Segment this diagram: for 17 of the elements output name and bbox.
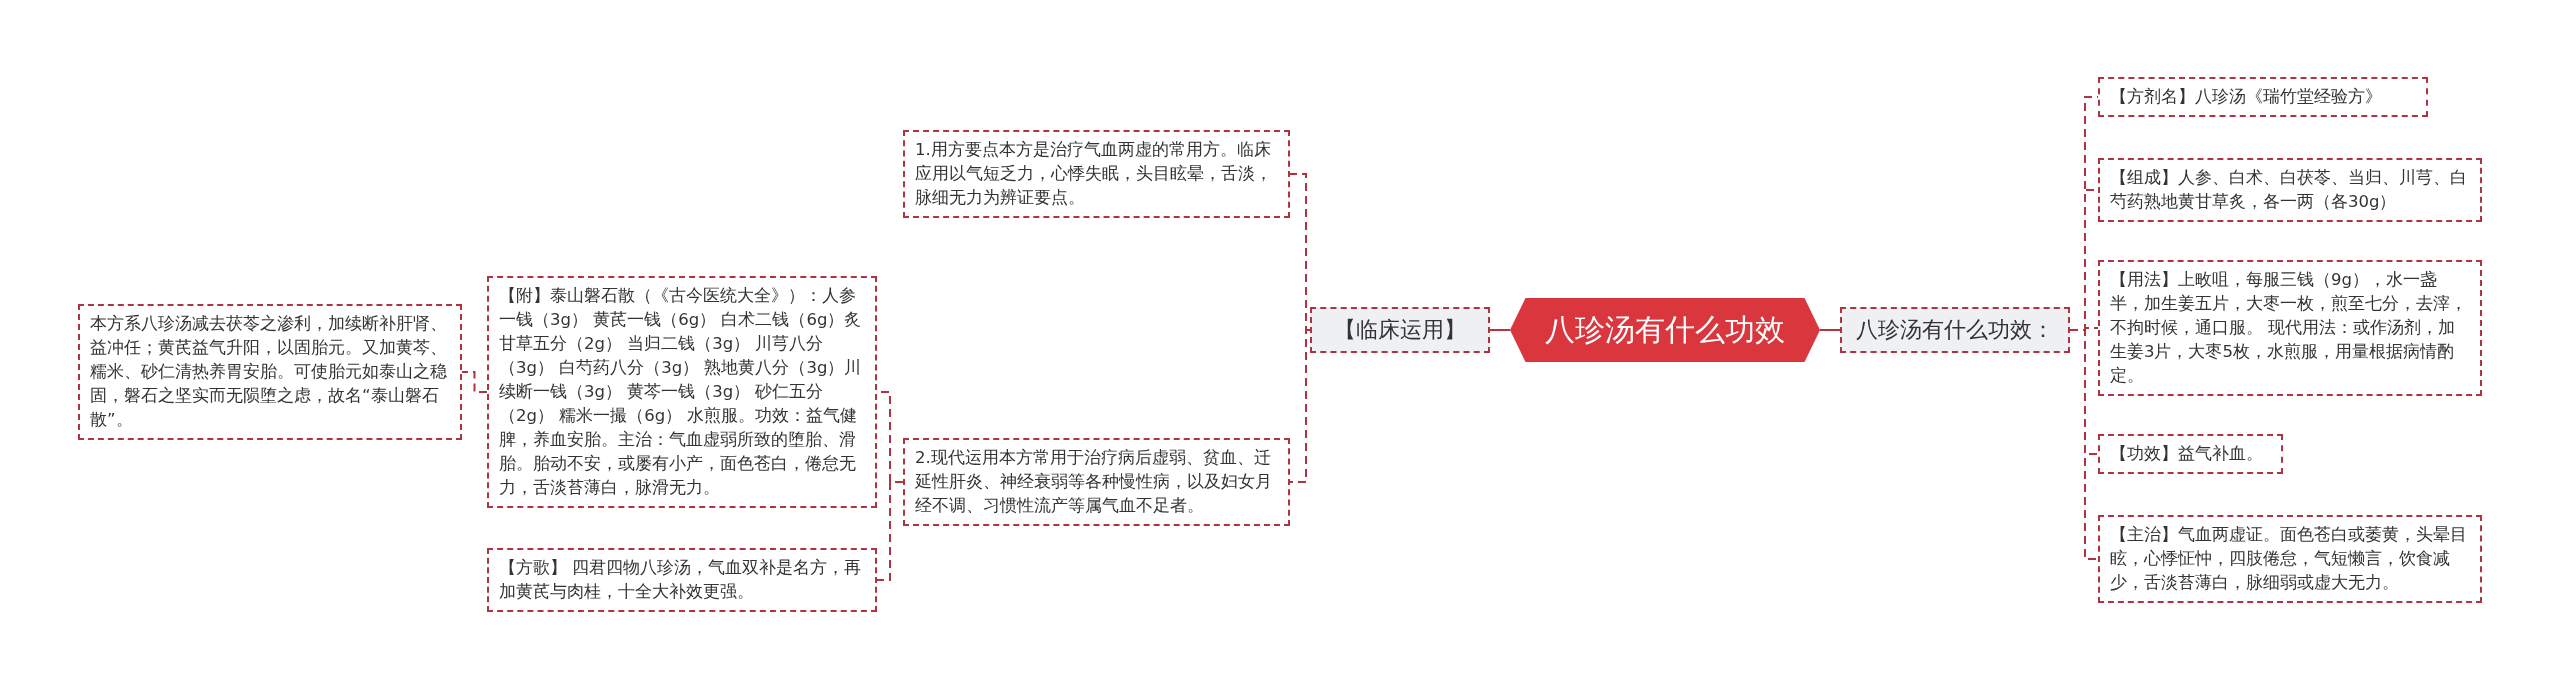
text-box: 1.用方要点本方是治疗气血两虚的常用方。临床应用以气短乏力，心悸失眠，头目眩晕，舌淡，脉细无力为辨证要点。 xyxy=(903,130,1290,218)
topic-box: 八珍汤有什么功效： xyxy=(1840,307,2070,353)
topic-box: 【临床运用】 xyxy=(1310,307,1490,353)
text-box: 【方剂名】八珍汤《瑞竹堂经验方》 xyxy=(2098,77,2428,117)
text-box: 【附】泰山磐石散（《古今医统大全》）：人参一钱（3g） 黄芪一钱（6g） 白术二钱（6g）炙甘草五分（2g） 当归二钱（3g） 川芎八分（3g） 白芍药八分（3g） 熟地黄八分（3g）川续断一钱（3g） 黄芩一钱（3g） 砂仁五分（2g） 糯米一撮（6g） 水煎服。功效：益气健脾，养血安胎。主治：气血虚弱所致的堕胎、滑胎。胎动不安，或屡有小产，面色苍白，倦怠无力，舌淡苔薄白，脉滑无力。 xyxy=(487,276,877,508)
text-box: 【方歌】 四君四物八珍汤，气血双补是名方，再加黄芪与肉桂，十全大补效更强。 xyxy=(487,548,877,612)
text-box: 2.现代运用本方常用于治疗病后虚弱、贫血、迁延性肝炎、神经衰弱等各种慢性病，以及妇女月经不调、习惯性流产等属气血不足者。 xyxy=(903,438,1290,526)
text-box: 【组成】人参、白术、白茯苓、当归、川芎、白芍药熟地黄甘草炙，各一两（各30g） xyxy=(2098,158,2482,222)
connector-line xyxy=(2069,329,2099,560)
connector-line xyxy=(1819,329,1841,331)
connector-line xyxy=(876,481,904,581)
text-box: 本方系八珍汤减去茯苓之渗利，加续断补肝肾、益冲任；黄芪益气升阳，以固胎元。又加黄芩、糯米、砂仁清热养胃安胎。可使胎元如泰山之稳固，磐石之坚实而无陨堕之虑，故名“泰山磐石散”。 xyxy=(78,304,462,440)
text-box: 【主治】气血两虚证。面色苍白或萎黄，头晕目眩，心悸怔忡，四肢倦怠，气短懒言，饮食减少，舌淡苔薄白，脉细弱或虚大无力。 xyxy=(2098,515,2482,603)
connector-line xyxy=(1489,329,1511,331)
connector-line xyxy=(461,371,488,393)
text-box: 【用法】上畋咀，每服三钱（9g），水一盏半，加生姜五片，大枣一枚，煎至七分，去滓，不拘时候，通口服。 现代用法：或作汤剂，加生姜3片，大枣5枚，水煎服，用量根据病情酌定。 xyxy=(2098,260,2482,396)
text-box: 【功效】益气补血。 xyxy=(2098,434,2283,474)
